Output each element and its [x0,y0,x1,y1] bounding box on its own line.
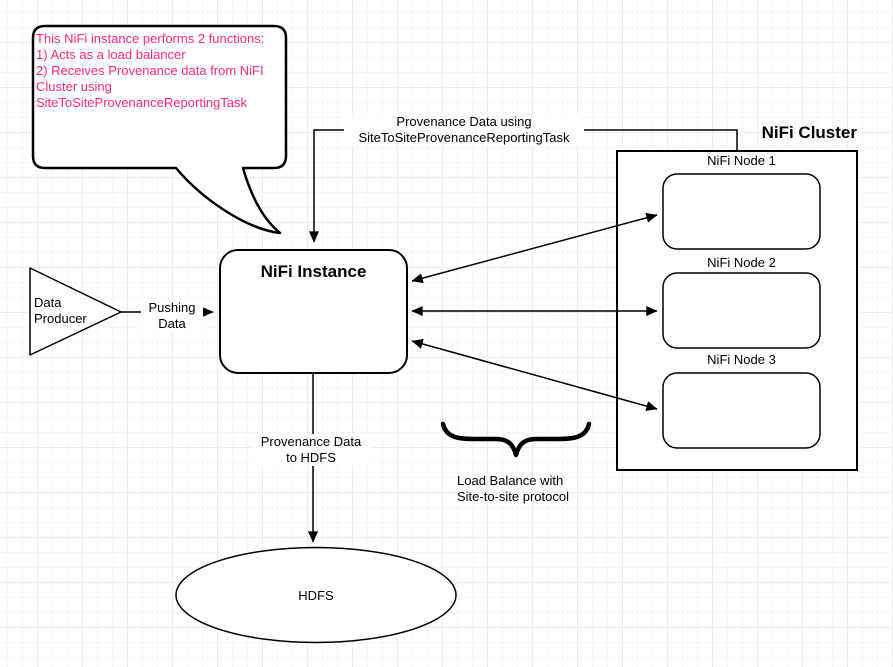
site-to-site-arrow-1 [411,212,658,284]
hdfs-ellipse [175,546,457,644]
nifi-node-1-box [662,173,821,250]
provenance-hdfs-label: Provenance Data to HDFS [251,434,371,466]
data-producer-label: Data Producer [34,295,87,326]
nifi-instance-box [219,249,408,374]
load-balance-brace [440,421,592,458]
nifi-node-2-label: NiFi Node 2 [707,255,776,270]
pushing-data-label: Pushing Data [141,300,203,332]
nifi-cluster-title: NiFi Cluster [761,123,857,142]
nifi-node-2-box [662,272,821,349]
nifi-node-1-label: NiFi Node 1 [707,153,776,168]
callout-bubble [31,24,288,235]
site-to-site-arrow-3 [411,338,658,412]
nifi-node-3-box [662,372,821,449]
provenance-top-label: Provenance Data using SiteToSiteProvenan… [344,114,584,146]
nifi-instance-label: NiFi Instance [260,262,367,281]
nifi-node-3-label: NiFi Node 3 [707,352,776,367]
hdfs-label: HDFS [298,588,334,603]
data-producer-triangle [29,267,122,356]
callout-text: This NiFi instance performs 2 functions:… [36,31,265,110]
load-balance-label: Load Balance with Site-to-site protocol [457,473,569,504]
